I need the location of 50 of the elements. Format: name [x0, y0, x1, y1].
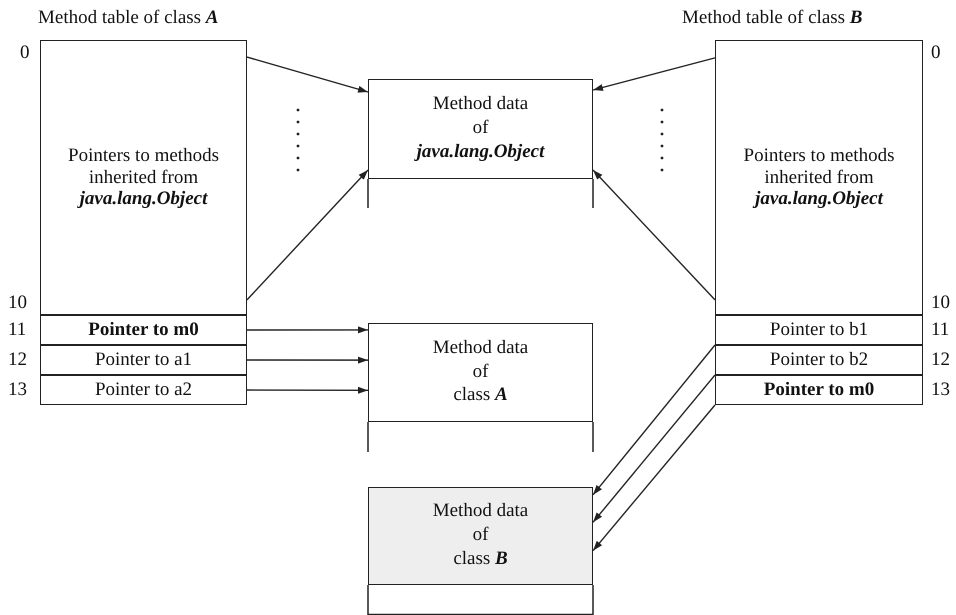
node-text: Pointer to b2	[768, 349, 870, 371]
data-block	[368, 487, 593, 585]
node-text: of	[472, 360, 488, 384]
table-row	[40, 315, 247, 345]
row-index: 12	[8, 350, 27, 371]
node-text: Pointer to a1	[94, 349, 194, 371]
node-text: Method data	[432, 336, 528, 360]
row-index: 10	[8, 293, 27, 314]
node-text: Pointer to b1	[768, 319, 870, 341]
table-block	[40, 40, 247, 315]
row-index: 13	[931, 380, 950, 401]
node-text: class A	[453, 384, 508, 408]
arrow	[247, 326, 368, 334]
row-index: 0	[931, 43, 940, 64]
node-text: Pointer to m0	[762, 379, 876, 401]
node-text: Pointers to methods inherited from java.lang.Object	[67, 144, 220, 210]
node-text: Pointer to m0	[87, 319, 200, 341]
row-index: 13	[8, 380, 27, 401]
data-block	[368, 323, 593, 422]
table-row	[40, 375, 247, 405]
arrow	[592, 57, 716, 91]
data-block	[368, 79, 593, 179]
arrow	[592, 344, 716, 496]
arrow	[247, 386, 368, 394]
table-row	[715, 375, 923, 405]
node-text: Method data	[432, 93, 528, 116]
arrow	[247, 356, 368, 364]
node-text: class B	[453, 548, 508, 571]
table-heading: Method table of class A	[38, 8, 218, 29]
arrow	[592, 170, 716, 300]
row-index: 11	[931, 320, 950, 341]
node-text: Pointers to methods inherited from java.lang.Object	[742, 144, 896, 210]
node-text: Method data	[432, 500, 528, 524]
row-index: 12	[931, 350, 950, 371]
arrow	[592, 374, 716, 523]
row-index: 11	[8, 320, 26, 341]
row-index: 0	[20, 43, 30, 64]
arrow	[592, 404, 716, 552]
arrow	[246, 56, 368, 93]
table-heading: Method table of class B	[682, 8, 862, 29]
node-text: java.lang.Object	[416, 140, 544, 165]
table-row	[715, 345, 923, 375]
node-text: of	[472, 117, 488, 140]
table-block	[715, 40, 923, 315]
arrow	[246, 170, 369, 300]
table-row	[40, 345, 247, 375]
row-index: 10	[931, 293, 950, 314]
table-row	[715, 315, 923, 345]
node-text: of	[472, 524, 488, 548]
node-text: Pointer to a2	[94, 379, 194, 401]
